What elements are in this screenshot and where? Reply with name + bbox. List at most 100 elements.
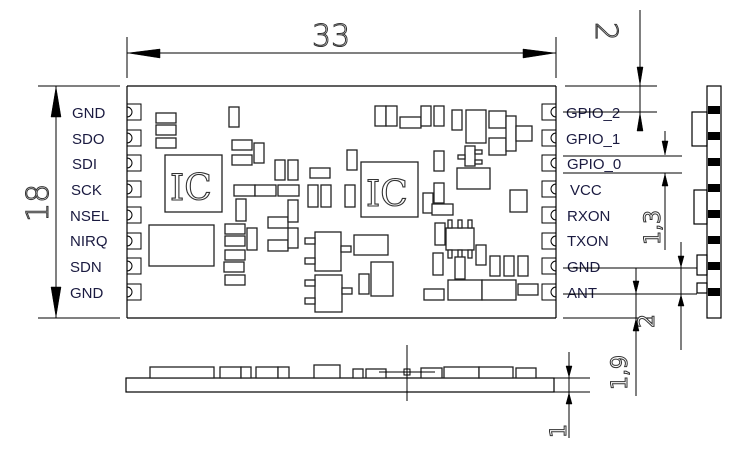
ant-edge-dimension: 1,9 [608, 268, 640, 396]
transistor-pin [304, 297, 316, 305]
top-pin-offset-dimension: 2 [588, 10, 669, 156]
capacitor [433, 182, 445, 204]
capacitor [489, 255, 501, 277]
ic-chip-1 [164, 154, 223, 213]
width-dimension: 33 [126, 19, 557, 78]
inductor [370, 261, 394, 297]
pin-pitch-dimension: 1,3 [641, 173, 669, 250]
pin-label-txon: TXON [567, 233, 609, 250]
capacitor [488, 110, 507, 129]
capacitor [274, 159, 286, 181]
right-reference-lines [563, 85, 697, 319]
capacitor [374, 105, 387, 127]
capacitor [433, 105, 445, 127]
ic-pin [447, 249, 453, 259]
capacitor [509, 189, 528, 213]
resistor [399, 116, 422, 129]
ic-pin [447, 219, 453, 229]
capacitor [320, 184, 332, 208]
ic-pin [467, 249, 473, 259]
ic-label-1: IC [170, 168, 212, 209]
capacitor [235, 198, 247, 222]
ic-pin [467, 219, 473, 229]
transistor-pin [474, 149, 483, 155]
capacitor [515, 125, 533, 142]
pin-label-sdo: SDO [72, 131, 105, 148]
transistor [314, 231, 342, 272]
pcb-top-view [126, 85, 557, 319]
pin-label-gnd-top: GND [72, 105, 106, 122]
arrow-left-icon [127, 48, 161, 59]
resistor [224, 274, 246, 286]
arrow-down-icon [50, 286, 62, 318]
inductor [353, 234, 389, 256]
capacitor [434, 222, 446, 246]
filter [447, 279, 483, 301]
component-profile [277, 366, 290, 379]
component-profile [313, 364, 341, 379]
capacitor [488, 137, 507, 156]
resistor [224, 235, 246, 247]
capacitor [422, 192, 434, 214]
resistor [224, 249, 246, 261]
side-view-right [691, 85, 722, 319]
resistor [254, 184, 277, 197]
capacitor [253, 142, 265, 164]
pin-label-sck: SCK [71, 182, 102, 199]
bottom-pin-offset-dimension: 2 [635, 242, 685, 350]
thickness-label: 1 [547, 424, 572, 438]
sot23-6-ic [445, 227, 475, 251]
arrow-down-icon [632, 280, 640, 294]
resistor [223, 261, 245, 273]
pin-label-gnd-bottom: GND [70, 285, 104, 302]
transistor-pin [341, 287, 353, 295]
capacitor [346, 149, 358, 171]
capacitor [358, 273, 370, 295]
transistor-pin [340, 245, 352, 253]
inductor [505, 115, 517, 152]
left-pin-labels: GND SDO SDI SCK NSEL NIRQ SDN GND [70, 105, 109, 302]
capacitor [307, 184, 319, 208]
arrow-up-icon [565, 392, 573, 405]
resistor [155, 137, 177, 149]
arrow-down-icon [636, 66, 644, 86]
component-profile [219, 366, 242, 379]
pitch-label: 1,3 [641, 210, 666, 245]
thickness-dimension: 1 [547, 352, 573, 439]
capacitor [287, 227, 299, 249]
height-label: 18 [21, 184, 56, 222]
capacitor [503, 255, 515, 277]
ic-label-2: IC [366, 174, 408, 215]
capacitor [517, 255, 529, 277]
resistor [224, 223, 246, 235]
component-profile [515, 367, 537, 379]
capacitor [475, 244, 487, 266]
capacitor [451, 109, 463, 131]
pin-label-nsel: NSEL [70, 208, 109, 225]
arrow-up-icon [661, 173, 669, 187]
capacitor [344, 184, 356, 208]
components: IC IC [148, 105, 539, 313]
transistor [314, 274, 343, 313]
transistor-pin [474, 159, 483, 165]
component-profile [352, 368, 364, 379]
pin-label-vcc: VCC [570, 182, 602, 199]
pin-label-nirq: NIRQ [70, 233, 108, 250]
crystal [148, 224, 215, 267]
height-dimension: 18 [21, 85, 120, 319]
resistor [155, 112, 177, 124]
arrow-down-icon [661, 140, 669, 156]
arrow-down-icon [677, 255, 685, 268]
component-profile [443, 366, 480, 379]
right-pin-pads [541, 103, 557, 301]
pin-label-sdn: SDN [70, 259, 102, 276]
inductor [465, 109, 487, 144]
resistor [233, 184, 256, 197]
component-profile [255, 366, 279, 379]
pin-lead [708, 106, 720, 296]
transistor [464, 145, 476, 167]
component-profile [365, 368, 387, 379]
capacitor [287, 199, 299, 223]
ic-chip-2 [360, 161, 419, 218]
